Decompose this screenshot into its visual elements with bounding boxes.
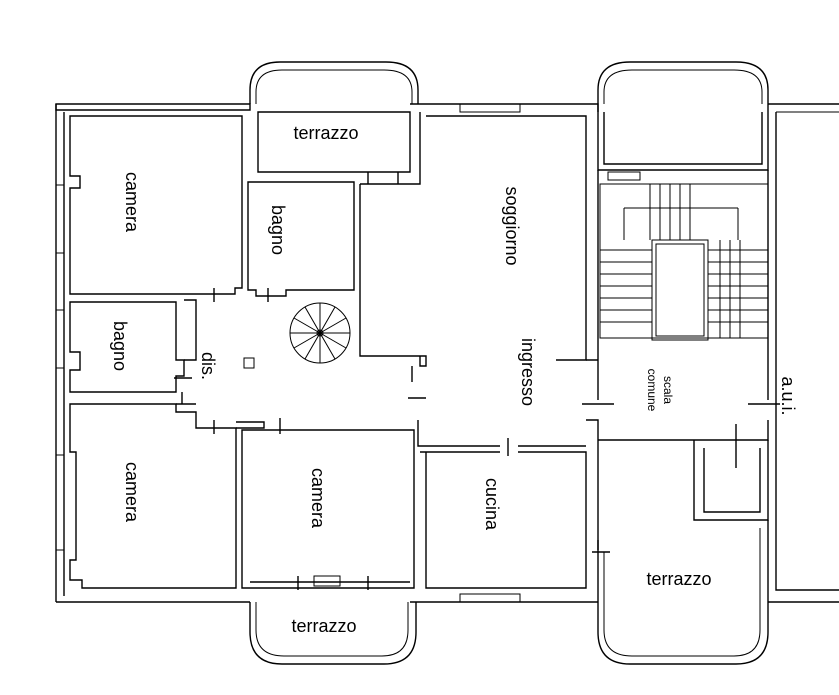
room-walls bbox=[69, 111, 587, 590]
label-terrazzo-top: terrazzo bbox=[293, 123, 358, 143]
label-dis: dis. bbox=[198, 352, 218, 380]
stair-core bbox=[582, 61, 839, 665]
label-cucina: cucina bbox=[482, 478, 502, 531]
label-ingresso: ingresso bbox=[518, 338, 538, 406]
spiral-staircase bbox=[289, 302, 351, 364]
balcony-bottom-left bbox=[249, 602, 417, 665]
balcony-top-left bbox=[249, 61, 419, 104]
label-comune: comune bbox=[645, 369, 659, 412]
label-terrazzo-bottom: terrazzo bbox=[291, 616, 356, 636]
label-bagno-top: bagno bbox=[268, 205, 288, 255]
label-scala: scala bbox=[661, 376, 675, 404]
label-bagno-left: bagno bbox=[110, 321, 130, 371]
room-labels: camera bagno bagno dis. camera camera so… bbox=[110, 123, 798, 636]
label-terrazzo-right: terrazzo bbox=[646, 569, 711, 589]
label-aui: a.u.i. bbox=[778, 376, 798, 415]
stair-treads bbox=[600, 184, 768, 338]
label-camera-bottom-center: camera bbox=[308, 468, 328, 529]
label-camera-top: camera bbox=[122, 172, 142, 233]
label-camera-bottom-left: camera bbox=[122, 462, 142, 523]
label-soggiorno: soggiorno bbox=[502, 186, 522, 265]
